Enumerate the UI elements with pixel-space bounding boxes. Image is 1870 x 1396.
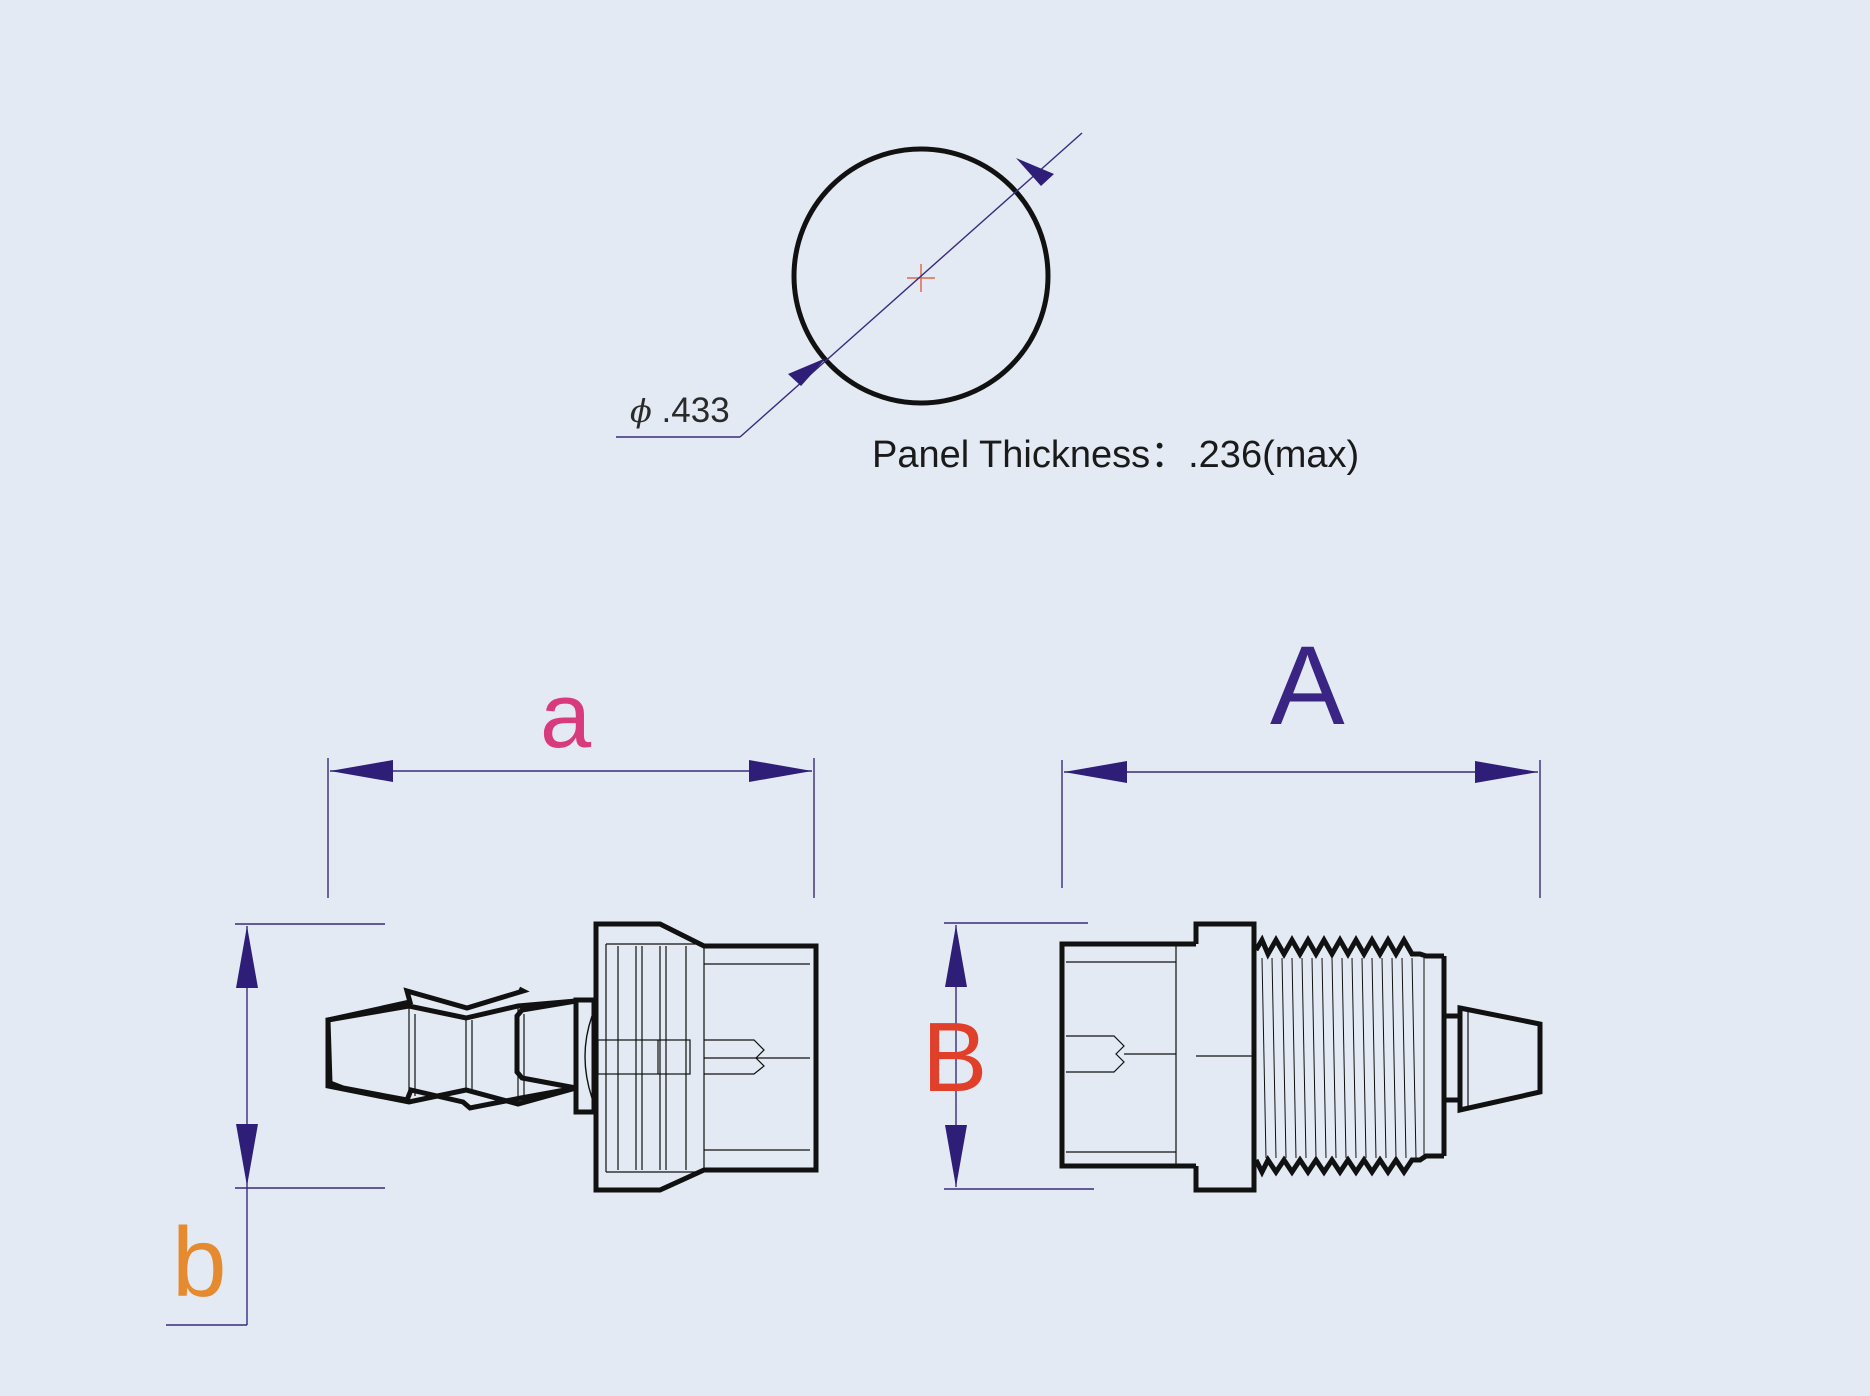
diameter-label: ϕ .433 [630,393,730,428]
dimension-B-arrow-bottom [945,1125,967,1187]
dimension-B-label: B [922,1002,988,1112]
dimension-b [166,923,385,1326]
thread-socket-details [1066,944,1177,1166]
barb-profile [325,986,577,1111]
hose-barb-fitting [325,921,819,1193]
diameter-value: .433 [661,391,730,430]
collar-curve [584,1015,593,1099]
diameter-symbol: ϕ [630,392,652,430]
dimension-A-arrow-right [1475,761,1538,783]
thread-socket-body [1059,941,1196,1169]
dimension-A-label: A [1270,623,1345,748]
socket-details [597,943,810,1173]
panel-thickness-label: Panel Thickness：.236(max) [872,434,1360,476]
dimension-A [1061,760,1541,898]
socket-hex-body [593,921,819,1193]
dimension-b-arrow-top [236,926,258,988]
dimension-a-arrow-right [749,760,812,782]
dimension-a [327,758,815,898]
panel-hole-circle [791,146,1051,406]
dimension-B [944,922,1094,1190]
diameter-arrow-top [1016,158,1054,186]
barb-outline [325,998,577,1107]
thread-teeth-top [1253,934,1444,960]
dimension-b-arrow-bottom [236,1124,258,1186]
dimension-B-arrow-top [945,925,967,987]
thread-lines [1261,957,1425,1159]
diameter-arrow-bottom [788,358,826,386]
dimension-a-arrow-left [330,760,393,782]
barb-steps [408,1008,525,1102]
dimension-b-label: b [172,1207,227,1317]
male-thread-fitting [1059,921,1543,1193]
thread-teeth-bottom [1253,1153,1444,1178]
diameter-leader-line [739,132,1083,438]
dimension-a-label: a [540,665,592,767]
center-mark [907,264,935,292]
panel-cutout [616,132,1083,438]
thread-hex-flange [1193,921,1257,1193]
dimension-A-arrow-left [1064,761,1127,783]
tip-barb [1457,1004,1543,1114]
